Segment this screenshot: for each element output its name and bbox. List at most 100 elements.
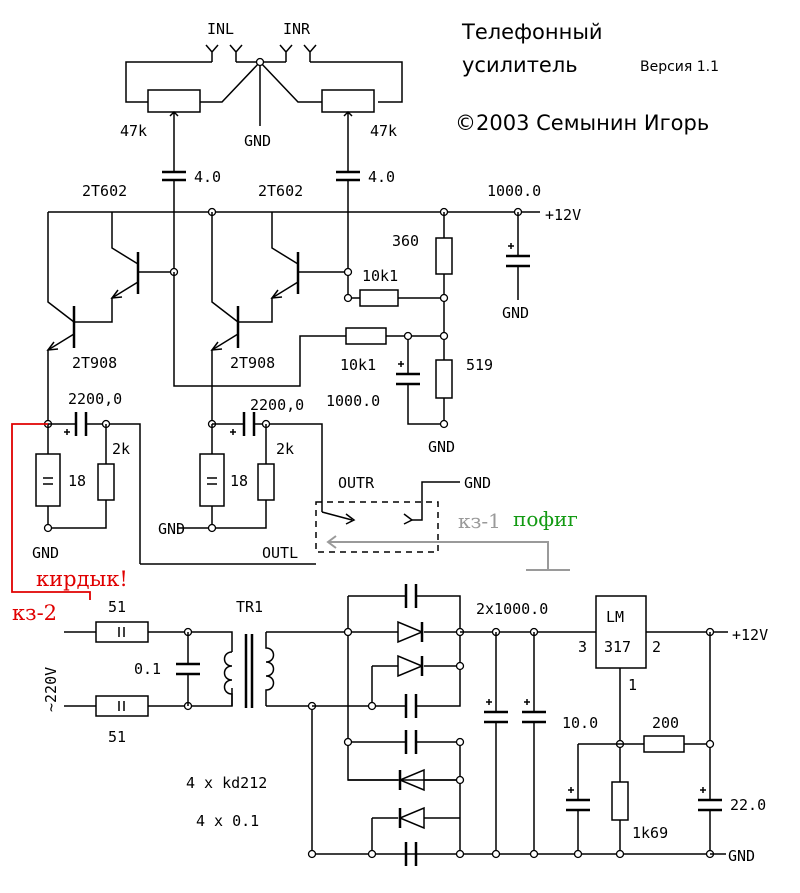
r-fb-left [345, 327, 387, 345]
node-filter-3 [491, 849, 501, 859]
q-right-bottom-label: 2T908 [230, 354, 275, 372]
cap-div-label: 1000.0 [326, 392, 380, 410]
wire-inl-pot [125, 61, 212, 103]
cap-adj-plus-icon [568, 787, 574, 793]
cap-supply-label: 1000.0 [487, 182, 541, 200]
cap-diode-3 [404, 730, 418, 754]
out-left-label: OUTL [262, 544, 298, 562]
transformer-secondary-icon [265, 632, 275, 706]
node-bridge-1 [343, 627, 353, 637]
mains-label: ~220V [42, 667, 60, 712]
wire-sec-bottom [266, 705, 710, 855]
cap-supply-plus-icon [508, 243, 514, 249]
r-out-right-label: 2k [276, 440, 294, 458]
wire-bridge-bottom [371, 742, 461, 854]
cap-filter-1-plus-icon [486, 699, 492, 705]
q-right-top-label: 2T602 [258, 182, 303, 200]
annotation-kz2: кз-2 [12, 601, 57, 625]
wire-q1-collector [47, 212, 75, 323]
node-bridge-6 [455, 737, 465, 747]
gnd-label-supply: GND [502, 304, 529, 322]
cap-div-plus-icon [398, 361, 404, 367]
q-left-bottom-label: 2T908 [72, 354, 117, 372]
gnd-label-right: GND [158, 520, 185, 538]
cap-div [396, 372, 420, 386]
jack-contact-icon-l [403, 513, 414, 525]
power-supply-section: 51 51 ~220V 0.1 TR1 [42, 584, 768, 866]
pot-left [147, 89, 201, 113]
cap-in-left-label: 4.0 [194, 168, 221, 186]
node-gnd-right [207, 523, 217, 533]
node-bridge-5 [343, 737, 353, 747]
cap-adj-label: 10.0 [562, 714, 598, 732]
supply-label-bottom: +12V [732, 626, 768, 644]
gnd-label-input: GND [244, 132, 271, 150]
diode-4-icon [398, 806, 425, 830]
r-bias [435, 237, 453, 275]
diode-1-icon [397, 620, 424, 644]
title-block: Телефонный усилитель Версия 1.1 ©2003 Се… [455, 20, 719, 135]
r-set-label: 200 [652, 714, 679, 732]
node-bridge-7 [455, 775, 465, 785]
input-left-label: INL [207, 20, 234, 38]
wire-div-cap [407, 336, 444, 425]
wire-q1-emitter [47, 333, 75, 424]
supply-label-top: +12V [545, 206, 581, 224]
cap-out-left-label: 2200,0 [68, 390, 122, 408]
fuse-bottom-label: 51 [108, 728, 126, 746]
cap-diode-1 [404, 584, 418, 608]
mains-label-group: ~220V [42, 667, 60, 712]
wire-q2-collector [111, 212, 139, 265]
short-circuit-arrow-icon [326, 535, 337, 549]
r-fb-right [359, 289, 399, 307]
amplifier-section: 2T602 2T602 1000.0 +12V 2T908 2T [32, 182, 581, 565]
jack-icon-inl-1 [205, 44, 219, 62]
wire-mains-top [64, 631, 233, 652]
node-bridge-3 [455, 661, 465, 671]
cap-adj [566, 798, 590, 812]
cap-out-right-label: 2200,0 [250, 396, 304, 414]
r-fb-right-label: 10k1 [362, 267, 398, 285]
q-left-top-arrow-icon [110, 289, 123, 299]
cap-out [698, 798, 722, 812]
short-circuit-wire-kz2 [11, 423, 91, 600]
input-right-label: INR [283, 20, 311, 38]
fuse-bottom [95, 695, 149, 717]
node-bridge-9 [455, 849, 465, 859]
node-set-out [705, 739, 715, 749]
copyright-label: ©2003 Семынин Игорь [455, 111, 709, 135]
cap-filter-2 [522, 710, 546, 724]
node-div-3 [403, 331, 413, 341]
q-left-bottom-arrow-icon [46, 341, 59, 351]
wire-load-right [211, 424, 267, 529]
q-left-top-label: 2T602 [82, 182, 127, 200]
q-right-bottom-arrow-icon [210, 341, 223, 351]
wire-q3-collector [211, 212, 239, 323]
regulator-pin-adj: 1 [628, 676, 637, 694]
cap-in-left [162, 170, 186, 182]
annotation-kz1: кз-1 [458, 509, 501, 533]
cap-out-right [242, 412, 256, 436]
r-fb-left-label: 10k1 [340, 356, 376, 374]
jack-contact-icon-r [345, 513, 356, 525]
load-right-icon [207, 477, 217, 485]
cap-out-plus-icon [700, 787, 706, 793]
node-q4-base [343, 267, 353, 277]
wire-bridge-left [347, 595, 461, 781]
load-right [199, 453, 225, 507]
r-out-left-label: 2k [112, 440, 130, 458]
r-div [435, 359, 453, 399]
caps-diodes-label: 4 x 0.1 [196, 812, 259, 830]
regulator-box [595, 595, 647, 669]
cap-out-left [74, 412, 88, 436]
regulator-pin-in: 3 [578, 638, 587, 656]
r-div-label: 519 [466, 356, 493, 374]
pot-right [321, 89, 375, 113]
node-gnd-left [43, 523, 53, 533]
cap-filter-1 [484, 710, 508, 724]
jack-icon-inr-2 [303, 44, 317, 62]
cap-diode-2 [404, 694, 418, 718]
annotation-pofig: пофиг [513, 507, 578, 531]
fuse-top [95, 621, 149, 643]
